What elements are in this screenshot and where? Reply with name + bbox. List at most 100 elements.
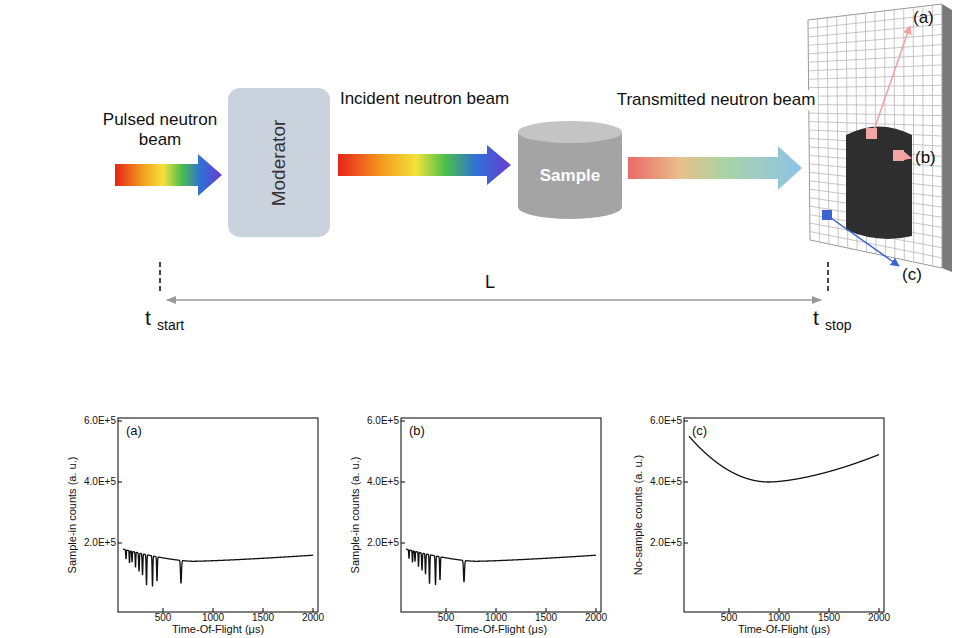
x-tick-label: 500: [438, 612, 455, 624]
tick: [729, 608, 730, 612]
y-axis-title: Sample-in counts (a. u.): [349, 457, 362, 574]
x-tick-label: 1000: [202, 612, 224, 624]
sample-shadow: [846, 127, 912, 239]
panel-label: (b): [409, 424, 425, 439]
spectrum-curve: [689, 436, 879, 482]
grid-line: [809, 113, 942, 116]
tick: [496, 608, 497, 612]
chart: [684, 418, 884, 612]
tick: [118, 543, 122, 544]
pixel-c: [822, 210, 832, 220]
x-tick-label: 1000: [485, 612, 507, 624]
x-tick-label: 2000: [868, 612, 890, 624]
tick: [401, 543, 405, 544]
y-tick-label: 6.0E+5: [367, 415, 399, 427]
callout-letter: (a): [913, 8, 934, 28]
beam-label: Transmitted neutron beam: [615, 90, 818, 110]
path-length: L: [485, 272, 495, 293]
time-subscript: start: [157, 317, 184, 333]
tick: [684, 482, 688, 483]
tick: [163, 608, 164, 612]
detector-panel: [808, 4, 942, 268]
y-axis-title: Sample-in counts (a. u.): [66, 457, 79, 574]
y-axis-title: No-sample counts (a. u.): [632, 455, 645, 575]
grid-line: [808, 34, 942, 45]
flight-path-arrow: [167, 299, 821, 301]
chart-frame: [401, 418, 601, 612]
grid-line: [808, 55, 942, 63]
grid-line: [809, 85, 942, 87]
x-tick-label: 500: [721, 612, 738, 624]
box-label: Moderator: [268, 119, 290, 206]
pulsed-beam-arrow: [115, 154, 222, 196]
cylinder-top: [518, 121, 622, 143]
tick: [401, 421, 405, 422]
time-symbol: t: [145, 306, 151, 330]
leader-c: [831, 218, 899, 266]
y-tick-label: 4.0E+5: [84, 476, 116, 488]
stop-tick: [827, 262, 829, 293]
tick: [684, 421, 688, 422]
time-subscript: stop: [825, 317, 851, 333]
panel-label: (a): [126, 424, 142, 439]
x-tick-label: 1000: [768, 612, 790, 624]
y-tick-label: 4.0E+5: [650, 476, 682, 488]
y-tick-label: 4.0E+5: [367, 476, 399, 488]
leader-b: [903, 156, 911, 158]
chart: [118, 418, 318, 612]
sample-cylinder: Sample: [517, 120, 623, 220]
spectrum-curve: [123, 549, 313, 586]
tick: [779, 608, 780, 612]
detector-grid: [808, 5, 942, 266]
tick: [446, 608, 447, 612]
pixel-b: [893, 150, 904, 161]
tick: [401, 482, 405, 483]
panel-label: (c): [692, 424, 707, 439]
charts: [118, 418, 884, 612]
callout-letter: (b): [915, 148, 936, 168]
x-tick-label: 500: [155, 612, 172, 624]
x-tick-label: 1500: [252, 612, 274, 624]
pixel-a: [866, 128, 877, 139]
moderator-box: Moderator: [228, 88, 330, 237]
spectrum-curve: [406, 549, 596, 585]
x-tick-label: 1500: [818, 612, 840, 624]
x-tick-label: 1500: [535, 612, 557, 624]
tick: [313, 608, 314, 612]
x-axis-title: Time-Of-Flight (μs): [738, 623, 830, 636]
y-tick-label: 6.0E+5: [650, 415, 682, 427]
y-tick-label: 2.0E+5: [84, 537, 116, 549]
grid-line: [809, 104, 942, 106]
callout-letter: (c): [902, 265, 922, 285]
tick: [879, 608, 880, 612]
tick: [263, 608, 264, 612]
grid-line: [809, 95, 942, 97]
tick: [684, 543, 688, 544]
leader-a: [874, 26, 910, 130]
y-tick-label: 2.0E+5: [367, 537, 399, 549]
beam-arrow: [338, 145, 511, 185]
cylinder-body: [518, 132, 622, 219]
grid-line: [808, 45, 942, 54]
chart-frame: [118, 418, 318, 612]
tick: [546, 608, 547, 612]
beam-label: Pulsed neutron beam: [101, 110, 219, 149]
grid-line: [809, 75, 942, 79]
transmitted-beam-arrow: [628, 146, 802, 190]
tick: [118, 421, 122, 422]
x-tick-label: 2000: [302, 612, 324, 624]
time-symbol: t: [813, 306, 819, 330]
y-tick-label: 2.0E+5: [650, 537, 682, 549]
x-tick-label: 2000: [585, 612, 607, 624]
tick: [213, 608, 214, 612]
x-axis-title: Time-Of-Flight (μs): [172, 623, 264, 636]
cylinder-label: Sample: [540, 166, 600, 186]
tick: [829, 608, 830, 612]
tick: [596, 608, 597, 612]
tick: [118, 482, 122, 483]
detector-side: [942, 4, 952, 272]
x-axis-title: Time-Of-Flight (μs): [455, 623, 547, 636]
grid-line: [808, 65, 942, 71]
chart: [401, 418, 601, 612]
beam-label: Incident neutron beam: [340, 89, 509, 109]
